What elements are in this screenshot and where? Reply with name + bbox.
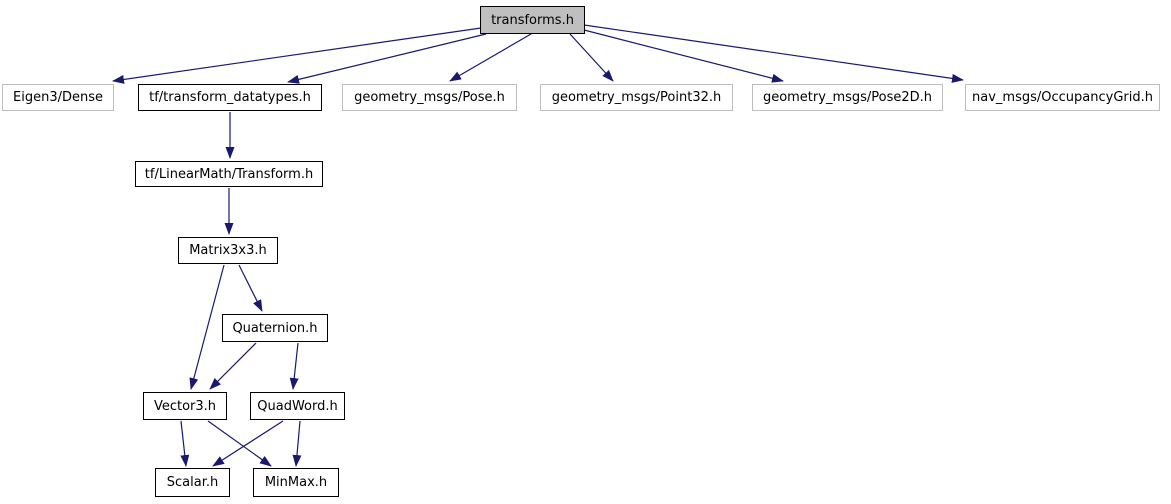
edge-quaternion-to-quadword [289, 342, 299, 390]
node-tf-linearmath-transform-h[interactable]: tf/LinearMath/Transform.h [135, 161, 323, 187]
edge-vector3-to-minmax [207, 420, 272, 467]
edge-transforms-to-point32 [569, 33, 614, 82]
node-geometry-msgs-point32-h: geometry_msgs/Point32.h [540, 84, 733, 111]
edge-transforms-to-occupancygrid [583, 24, 964, 83]
node-geometry-msgs-pose-h: geometry_msgs/Pose.h [342, 84, 517, 111]
edge-quadword-to-minmax [292, 420, 302, 467]
edge-matrix3x3-to-quaternion [238, 264, 263, 312]
edge-transforms-to-transform-datatypes [287, 33, 487, 84]
node-quadword-h[interactable]: QuadWord.h [250, 392, 345, 420]
edge-transforms-to-eigen3-dense [112, 27, 482, 84]
node-scalar-h[interactable]: Scalar.h [155, 468, 230, 497]
edge-matrix3x3-to-vector3 [189, 264, 225, 390]
edge-quadword-to-scalar [212, 420, 284, 467]
edge-vector3-to-scalar [180, 420, 190, 467]
node-eigen3-dense: Eigen3/Dense [2, 84, 114, 111]
node-transforms-h: transforms.h [480, 6, 585, 34]
node-tf-transform-datatypes-h[interactable]: tf/transform_datatypes.h [138, 84, 322, 111]
node-nav-msgs-occupancygrid-h: nav_msgs/OccupancyGrid.h [965, 84, 1160, 111]
node-geometry-msgs-pose2d-h: geometry_msgs/Pose2D.h [752, 84, 943, 111]
node-vector3-h[interactable]: Vector3.h [143, 392, 227, 420]
edge-transforms-to-pose2d [583, 29, 784, 83]
node-minmax-h[interactable]: MinMax.h [253, 468, 339, 497]
node-quaternion-h[interactable]: Quaternion.h [222, 314, 328, 342]
node-matrix3x3-h[interactable]: Matrix3x3.h [178, 237, 278, 264]
edge-transforms-to-pose [449, 33, 532, 82]
edge-quaternion-to-vector3 [209, 342, 257, 390]
